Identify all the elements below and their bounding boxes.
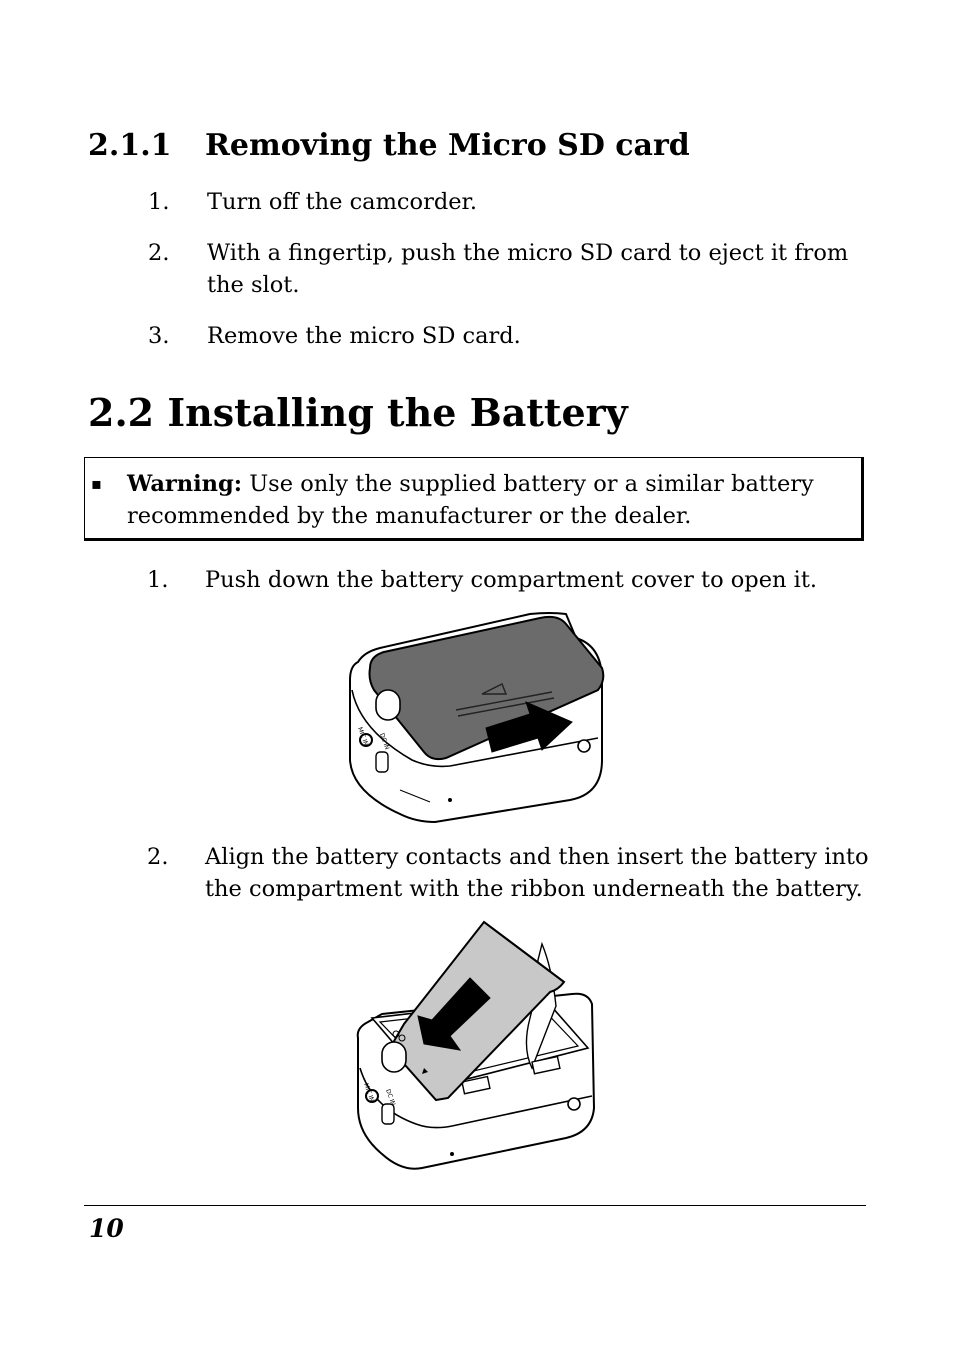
step-number: 2. bbox=[147, 844, 169, 870]
footer-rule bbox=[84, 1205, 866, 1206]
battery-insert-illustration: MIC IN DC IN bbox=[356, 920, 596, 1170]
section-title: Removing the Micro SD card bbox=[205, 128, 690, 163]
step-text-continued: the compartment with the ribbon undernea… bbox=[205, 876, 863, 902]
warning-label: Warning: bbox=[127, 471, 243, 497]
step-number: 3. bbox=[148, 323, 170, 349]
step-text: Align the battery contacts and then inse… bbox=[205, 844, 869, 870]
step-text: With a fingertip, push the micro SD card… bbox=[207, 240, 849, 266]
step-text: Turn off the camcorder. bbox=[207, 189, 477, 215]
step-number: 1. bbox=[147, 567, 169, 593]
step-text-continued: the slot. bbox=[207, 272, 300, 298]
step-text: Remove the micro SD card. bbox=[207, 323, 521, 349]
warning-text: Use only the supplied battery or a simil… bbox=[242, 471, 814, 497]
section-number: 2.1.1 bbox=[88, 128, 172, 163]
step-text: Push down the battery compartment cover … bbox=[205, 567, 818, 593]
warning-line-2: recommended by the manufacturer or the d… bbox=[127, 503, 692, 529]
step-number: 2. bbox=[148, 240, 170, 266]
warning-box: ▪ Warning: Use only the supplied battery… bbox=[84, 457, 864, 541]
section-heading: 2.2 Installing the Battery bbox=[88, 390, 628, 435]
bullet-icon: ▪ bbox=[91, 474, 102, 493]
page-number: 10 bbox=[89, 1214, 124, 1243]
warning-line-1: Warning: Use only the supplied battery o… bbox=[127, 468, 814, 500]
step-number: 1. bbox=[148, 189, 170, 215]
camcorder-cover-illustration: MIC IN DC IN bbox=[349, 612, 605, 824]
